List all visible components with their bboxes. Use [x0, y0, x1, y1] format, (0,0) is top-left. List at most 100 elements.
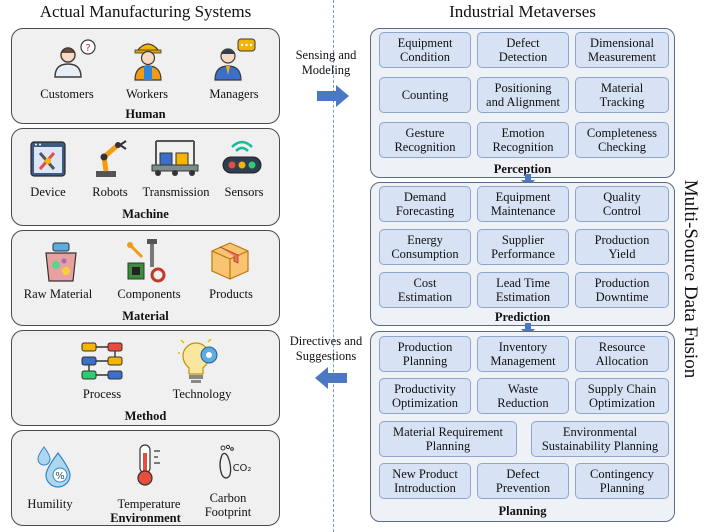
box-text: New Product	[392, 466, 458, 481]
box-text: Estimation	[397, 290, 453, 304]
box-text: Lead Time	[496, 275, 550, 290]
transmission-icon	[151, 140, 199, 176]
box-text: Defect	[506, 466, 540, 481]
item-managers: Managers	[209, 87, 259, 101]
box-text: Optimization	[589, 396, 655, 410]
side-label: Multi-Source Data Fusion	[680, 179, 701, 379]
box-text: Allocation	[595, 354, 649, 368]
box-text: Condition	[399, 50, 450, 64]
down-arrow-icon	[521, 174, 535, 187]
item-customers: Customers	[40, 87, 94, 101]
box-text: Yield	[608, 247, 636, 261]
box-text: Tracking	[599, 95, 645, 109]
raw-material-icon	[45, 242, 77, 282]
item-transmission: Transmission	[142, 185, 210, 199]
group-title-material: Material	[122, 309, 169, 323]
group-environment: % CO₂ Humility Temperature Carbon Footpr…	[11, 430, 280, 526]
box-text: Measurement	[587, 50, 657, 64]
svg-text:CO₂: CO₂	[233, 463, 252, 474]
box-text: Introduction	[394, 481, 456, 495]
item-technology: Technology	[172, 387, 232, 401]
panel-title-perception: Perception	[493, 162, 552, 176]
box-text: Gesture	[405, 125, 445, 140]
item-products: Products	[209, 287, 253, 301]
box-text: Optimization	[392, 396, 458, 410]
box-text: Equipment	[397, 35, 453, 50]
components-icon	[127, 239, 166, 283]
box-text: Waste	[507, 381, 539, 396]
item-components: Components	[117, 287, 181, 301]
sensing-modeling-label: Sensing and Modeling	[288, 48, 364, 78]
box-text: Prevention	[495, 481, 551, 495]
box-text: Production	[397, 339, 453, 354]
robot-arm-icon	[96, 140, 127, 177]
item-workers: Workers	[125, 87, 169, 101]
box-text: Production	[594, 232, 650, 247]
right-heading: Industrial Metaverses	[449, 2, 596, 21]
box-text: Material	[600, 80, 644, 95]
box-text: Performance	[491, 247, 555, 261]
box-text: Demand	[403, 189, 447, 204]
right-arrow-icon	[317, 85, 349, 107]
group-title-human: Human	[125, 107, 166, 121]
box-text: Estimation	[495, 290, 551, 304]
item-device: Device	[30, 185, 66, 199]
product-box-icon	[211, 242, 249, 280]
manager-icon	[214, 38, 256, 81]
box-text: Dimensional	[590, 35, 654, 50]
box-text: Inventory	[498, 339, 548, 354]
box-text: Recognition	[492, 140, 554, 154]
group-human: ? Customers Workers Managers Human	[11, 28, 280, 124]
process-icon	[81, 342, 123, 380]
group-machine: Device Robots Transmission Sensors Machi…	[11, 128, 280, 226]
panel-title-planning: Planning	[498, 504, 547, 518]
box-text: Detection	[498, 50, 548, 64]
customer-icon: ?	[54, 39, 96, 78]
group-method: Process Technology Method	[11, 330, 280, 426]
box-text: Material Requirement	[392, 424, 504, 439]
box-counting: Counting	[379, 77, 471, 113]
box-text: Supply Chain	[587, 381, 657, 396]
sensing-label-line1: Sensing and	[295, 48, 357, 62]
left-heading: Actual Manufacturing Systems	[39, 2, 252, 21]
svg-text:?: ?	[85, 43, 90, 54]
side-label-container: Multi-Source Data Fusion	[676, 154, 704, 404]
thermometer-icon	[137, 444, 160, 486]
box-text: Productivity	[394, 381, 456, 396]
item-process: Process	[82, 387, 122, 401]
box-text: Planning	[599, 481, 645, 495]
group-material: Raw Material Components Products Materia…	[11, 230, 280, 326]
directives-suggestions-label: Directives and Suggestions	[286, 334, 366, 364]
humidity-icon: %	[37, 446, 71, 488]
box-text: Defect	[506, 35, 540, 50]
directives-label-line2: Suggestions	[295, 349, 357, 363]
box-text: Forecasting	[395, 204, 455, 218]
box-text: Contingency	[590, 466, 654, 481]
group-title-machine: Machine	[122, 207, 169, 221]
box-text: Environmental	[562, 424, 638, 439]
directives-label-line1: Directives and	[289, 334, 363, 348]
box-text: Emotion	[501, 125, 545, 140]
box-text: Control	[602, 204, 642, 218]
box-text: Recognition	[394, 140, 456, 154]
item-raw-material: Raw Material	[23, 287, 93, 301]
box-text: Downtime	[595, 290, 649, 304]
